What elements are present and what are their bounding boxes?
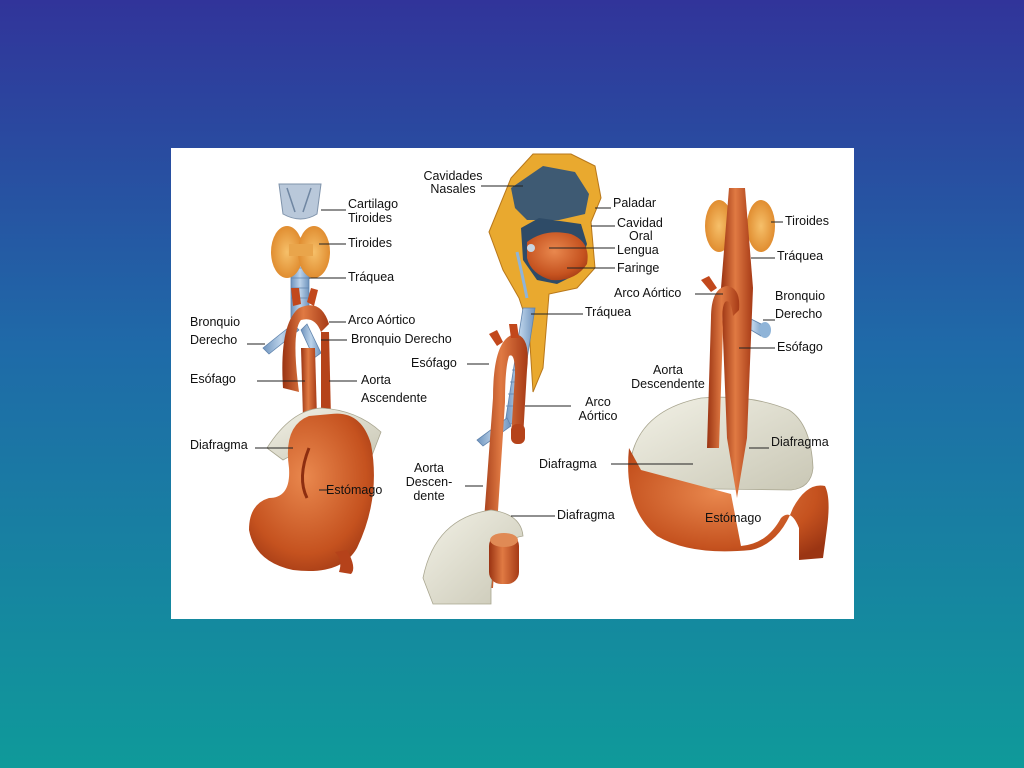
thyroid-gland-left <box>271 226 303 278</box>
anatomy-figure-panel: Cartilago Tiroides Tiroides Tráquea Bron… <box>171 148 854 619</box>
label-arco-aortico-middle-line2: Aórtico <box>578 409 618 423</box>
label-tiroides-left: Tiroides <box>348 236 392 250</box>
label-aorta-ascendente-line1: Aorta <box>361 373 391 387</box>
middle-figure <box>422 153 602 605</box>
diaphragm-right <box>630 396 814 491</box>
label-esofago-middle: Esófago <box>411 356 457 370</box>
label-traquea-left: Tráquea <box>348 270 395 284</box>
esophagus-right <box>721 188 753 498</box>
label-estomago-right: Estómago <box>705 511 762 525</box>
label-cartilago-tiroides-line2: Tiroides <box>348 211 392 225</box>
stomach-right <box>628 448 829 560</box>
stomach-left <box>249 413 374 572</box>
label-estomago-left: Estómago <box>326 483 383 497</box>
esophagus-left <box>301 348 317 418</box>
thyroid-cartilage <box>278 183 322 220</box>
label-bronquio-left-line2: Derecho <box>190 333 238 347</box>
anatomy-illustration <box>247 153 829 605</box>
label-leader-lines <box>247 185 783 517</box>
label-tiroides-right: Tiroides <box>785 214 829 228</box>
label-diafragma-left: Diafragma <box>190 438 248 452</box>
label-paladar: Paladar <box>613 196 657 210</box>
label-aorta-descendente-middle-line3: dente <box>413 489 445 503</box>
label-lengua: Lengua <box>617 243 659 257</box>
label-bronquio-derecho-left: Bronquio Derecho <box>351 332 452 346</box>
label-diafragma-middle-lower: Diafragma <box>557 508 615 522</box>
label-cavidad-oral-line2: Oral <box>629 229 653 243</box>
label-aorta-descendente-middle-line1: Aorta <box>414 461 444 475</box>
label-diafragma-right: Diafragma <box>771 435 829 449</box>
label-arco-aortico-middle-line1: Arco <box>585 395 611 409</box>
aortic-arch-right <box>707 286 740 448</box>
right-figure <box>628 188 829 560</box>
label-cavidades-nasales-line1: Cavidades <box>423 169 483 183</box>
label-faringe: Faringe <box>617 261 660 275</box>
label-cavidad-oral-line1: Cavidad <box>617 216 663 230</box>
label-diafragma-middle-upper: Diafragma <box>539 457 597 471</box>
label-cartilago-tiroides-line1: Cartilago <box>348 197 399 211</box>
label-bronquio-derecho-right-line2: Derecho <box>775 307 823 321</box>
left-figure <box>249 183 382 574</box>
label-bronquio-left-line1: Bronquio <box>190 315 241 329</box>
label-esofago-left: Esófago <box>190 372 236 386</box>
label-arco-aortico-right: Arco Aórtico <box>614 286 682 300</box>
label-traquea-middle: Tráquea <box>585 305 632 319</box>
aortic-arch-left <box>282 305 329 392</box>
label-aorta-ascendente-line2: Ascendente <box>361 391 428 405</box>
label-esofago-right: Esófago <box>777 340 823 354</box>
label-bronquio-derecho-right-line1: Bronquio <box>775 289 826 303</box>
label-aorta-descendente-right-line1: Aorta <box>653 363 683 377</box>
nasal-cavity <box>511 166 589 220</box>
label-traquea-right: Tráquea <box>777 249 824 263</box>
label-cavidades-nasales-line2: Nasales <box>430 182 476 196</box>
label-aorta-descendente-middle-line2: Descen- <box>405 475 453 489</box>
label-aorta-descendente-right-line2: Descendente <box>631 377 705 391</box>
label-arco-aortico-left: Arco Aórtico <box>348 313 416 327</box>
